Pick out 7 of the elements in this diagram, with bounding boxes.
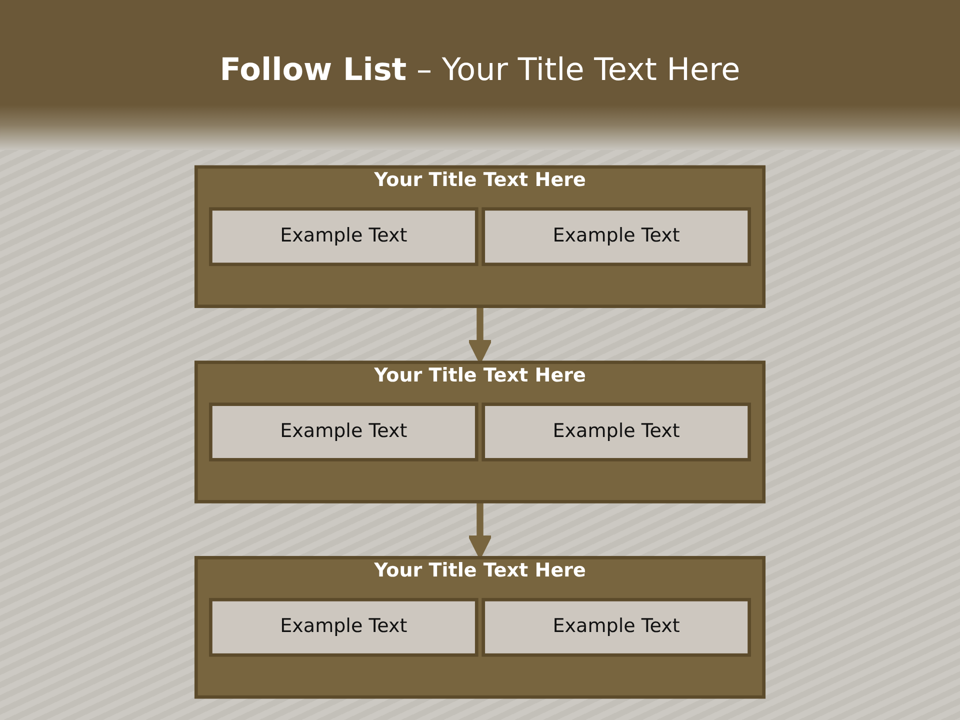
node-box: Example Text	[209, 402, 478, 462]
node-box: Example Text	[482, 402, 751, 462]
node-box: Example Text	[209, 207, 478, 266]
slide-title: Follow List – Your Title Text Here	[218, 52, 742, 88]
node-box: Example Text	[482, 207, 751, 266]
node-box: Example Text	[209, 598, 478, 657]
node-box: Example Text	[482, 598, 751, 657]
